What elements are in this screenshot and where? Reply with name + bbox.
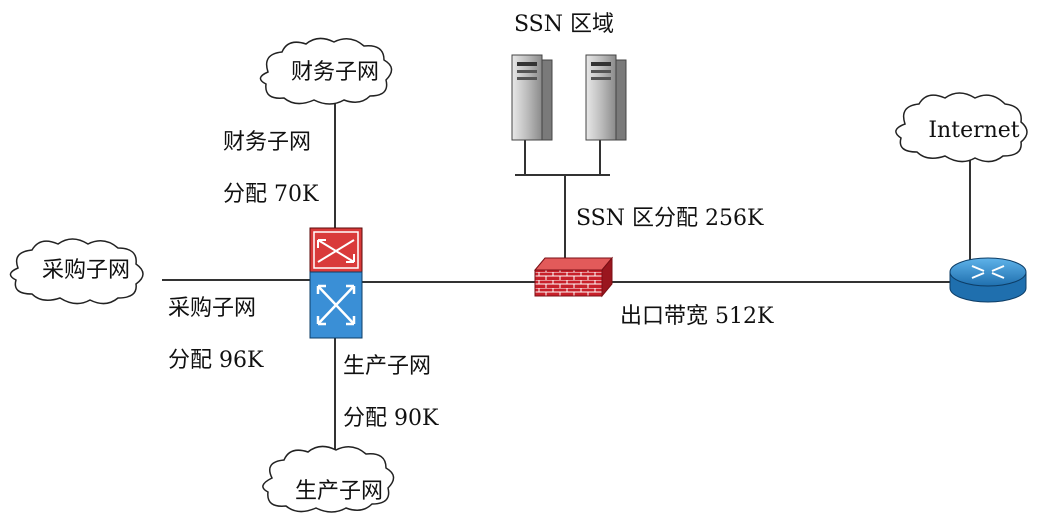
finance-subnet-alloc: 分配 70K (223, 182, 319, 207)
purchasing-subnet-alloc: 分配 96K (168, 348, 264, 373)
server-icon (585, 54, 627, 141)
cloud-icon (259, 37, 393, 105)
router-icon (949, 257, 1027, 303)
cloud-icon (262, 445, 395, 513)
firewall-icon (533, 256, 614, 298)
cloud-icon (895, 92, 1028, 163)
cloud-label-purchasing: 采购子网 (41, 258, 131, 283)
cloud-icon (9, 238, 144, 305)
ssn-zone-title: SSN 区域 (514, 12, 614, 37)
cloud-label-production: 生产子网 (294, 479, 384, 504)
cloud-label-internet: Internet (928, 118, 1020, 143)
purchasing-subnet-name: 采购子网 (168, 296, 257, 321)
egress-bandwidth-label: 出口带宽 512K (620, 304, 774, 329)
production-subnet-name: 生产子网 (343, 354, 432, 379)
switch-icon (309, 227, 363, 339)
links (162, 90, 971, 460)
ssn-alloc-label: SSN 区分配 256K (576, 206, 764, 231)
server-icon (511, 54, 553, 141)
finance-subnet-name: 财务子网 (223, 130, 312, 155)
production-subnet-alloc: 分配 90K (343, 406, 439, 431)
cloud-label-finance: 财务子网 (290, 60, 380, 85)
